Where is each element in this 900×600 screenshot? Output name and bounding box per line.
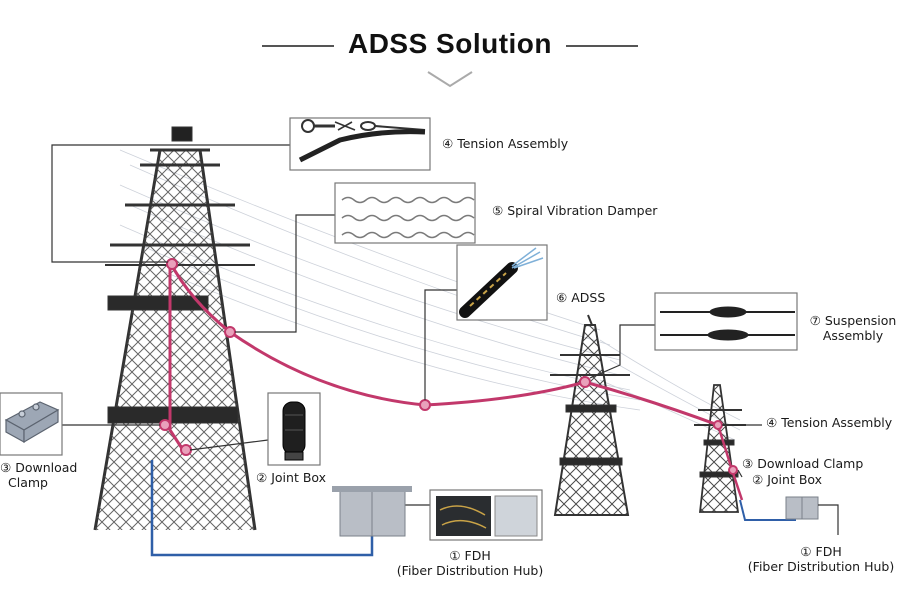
adss-cable: [168, 261, 719, 427]
suspension-drawing: [660, 306, 795, 341]
tension-assembly-image-box: [289, 117, 431, 171]
tower-left: [93, 126, 257, 531]
spiral-damper-drawing: [341, 196, 475, 239]
label-number: ①: [449, 548, 461, 563]
title-chevron: [427, 71, 473, 88]
label-number: ③: [0, 460, 12, 475]
label-text-line2: (Fiber Distribution Hub): [396, 563, 544, 578]
fdh-cabinet-right: [785, 496, 819, 520]
download-clamp-drawing: [4, 401, 60, 444]
spiral-damper-image-box: [334, 182, 476, 244]
callout-lines: [51, 144, 762, 506]
tower-middle: [550, 314, 630, 516]
adss-downlead-left: [168, 262, 185, 451]
label-text: Spiral Vibration Damper: [507, 203, 658, 218]
label-number: ③: [742, 456, 754, 471]
tension-assembly-drawing: [298, 119, 426, 163]
label-number: ②: [752, 472, 764, 487]
label-number: ⑦: [809, 313, 821, 328]
fdh-callout-line-right: [818, 504, 839, 535]
label-text: ADSS: [571, 290, 606, 305]
title-rule-right: [566, 44, 639, 47]
label-text-line2: Clamp: [8, 475, 48, 490]
title-rule-left: [261, 44, 334, 47]
label-number: ④: [766, 415, 778, 430]
label-text-line1: FDH: [464, 548, 491, 563]
joint-box-drawing: [282, 401, 306, 461]
label-text: Download Clamp: [757, 456, 864, 471]
label-number: ⑥: [556, 290, 568, 305]
tower-right: [694, 384, 746, 513]
label-text-line2: Assembly: [822, 328, 884, 343]
label-text-line1: Suspension: [824, 313, 897, 328]
label-text: Joint Box: [767, 472, 823, 487]
fdh-detail-drawing: [436, 495, 538, 537]
label-number: ⑤: [492, 203, 504, 218]
adss-cable-drawing: [459, 247, 544, 318]
label-text-line2: (Fiber Distribution Hub): [747, 559, 895, 574]
label-text-line1: Download: [15, 460, 78, 475]
fdh-cabinet-left: [332, 486, 412, 537]
label-number: ①: [800, 544, 812, 559]
label-text-line1: FDH: [815, 544, 842, 559]
suspension-image-box: [654, 292, 798, 351]
label-text: Joint Box: [271, 470, 327, 485]
label-text: Tension Assembly: [457, 136, 569, 151]
label-number: ④: [442, 136, 454, 151]
page-title: ADSS Solution: [0, 28, 900, 60]
title-text: ADSS Solution: [347, 28, 553, 59]
label-number: ②: [256, 470, 268, 485]
label-text: Tension Assembly: [781, 415, 893, 430]
